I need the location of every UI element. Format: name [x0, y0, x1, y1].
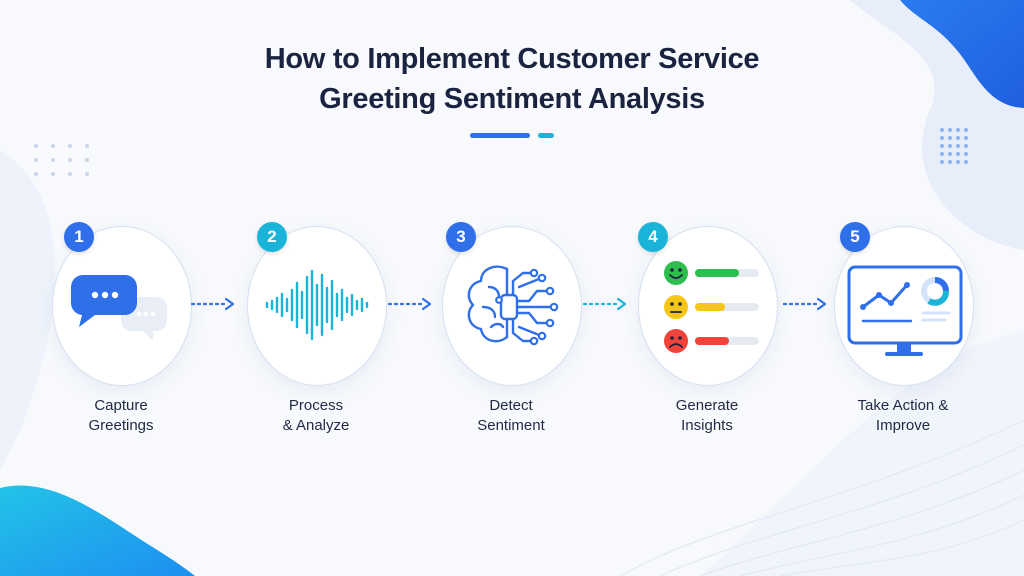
step-5-circle [834, 226, 974, 386]
step-4-label: Generate Insights [632, 396, 782, 436]
flow-arrow-1 [190, 297, 235, 311]
background-blob-bottom-right [700, 330, 1024, 576]
step-5-badge: 5 [840, 222, 870, 252]
step-3-label-line-1: Detect [489, 397, 533, 414]
step-2-label-line-2: & Analyze [282, 417, 350, 434]
background-blob-left [0, 150, 55, 470]
page-title-line-2: Greeting Sentiment Analysis [319, 83, 705, 115]
donut-chart-icon [921, 277, 949, 306]
monitor-chart-icon [847, 265, 963, 356]
chat-bubbles-icon [70, 275, 167, 341]
background-blob-top-right-accent [900, 0, 1024, 108]
step-5-label-line-1: Take Action & [857, 397, 949, 414]
sad-face-icon [664, 329, 688, 353]
background-blob-bottom-left-accent [0, 485, 195, 576]
step-4-badge: 4 [638, 222, 668, 252]
step-1-label-line-1: Capture [94, 397, 148, 414]
neutral-face-icon [664, 295, 688, 319]
step-1-label-line-2: Greetings [88, 417, 154, 434]
brain-circuit-icon [467, 265, 559, 346]
step-4-label-line-1: Generate [675, 397, 739, 414]
step-4-circle [638, 226, 778, 386]
step-3-label-line-2: Sentiment [477, 417, 545, 434]
step-1-circle [52, 226, 192, 386]
flow-arrow-2 [387, 297, 432, 311]
step-3-label: Detect Sentiment [436, 396, 586, 436]
title-underline-accent [538, 133, 554, 138]
step-3-badge: 3 [446, 222, 476, 252]
step-5-label: Take Action & Improve [828, 396, 978, 436]
step-2-label: Process & Analyze [241, 396, 391, 436]
step-1-label: Capture Greetings [46, 396, 196, 436]
step-3-circle [442, 226, 582, 386]
step-5-label-line-2: Improve [875, 417, 931, 434]
flow-arrow-4 [782, 297, 827, 311]
sound-wave-icon [265, 269, 369, 341]
happy-face-icon [664, 261, 688, 285]
background-contour-lines [619, 419, 1024, 576]
page-title-line-1: How to Implement Customer Service [264, 43, 760, 75]
step-2-circle [247, 226, 387, 386]
step-2-badge: 2 [257, 222, 287, 252]
sentiment-bars-icon [664, 261, 759, 353]
step-1-badge: 1 [64, 222, 94, 252]
step-4-label-line-2: Insights [681, 417, 733, 434]
flow-arrow-3 [582, 297, 627, 311]
title-underline-primary [470, 133, 530, 138]
step-2-label-line-1: Process [288, 397, 344, 414]
